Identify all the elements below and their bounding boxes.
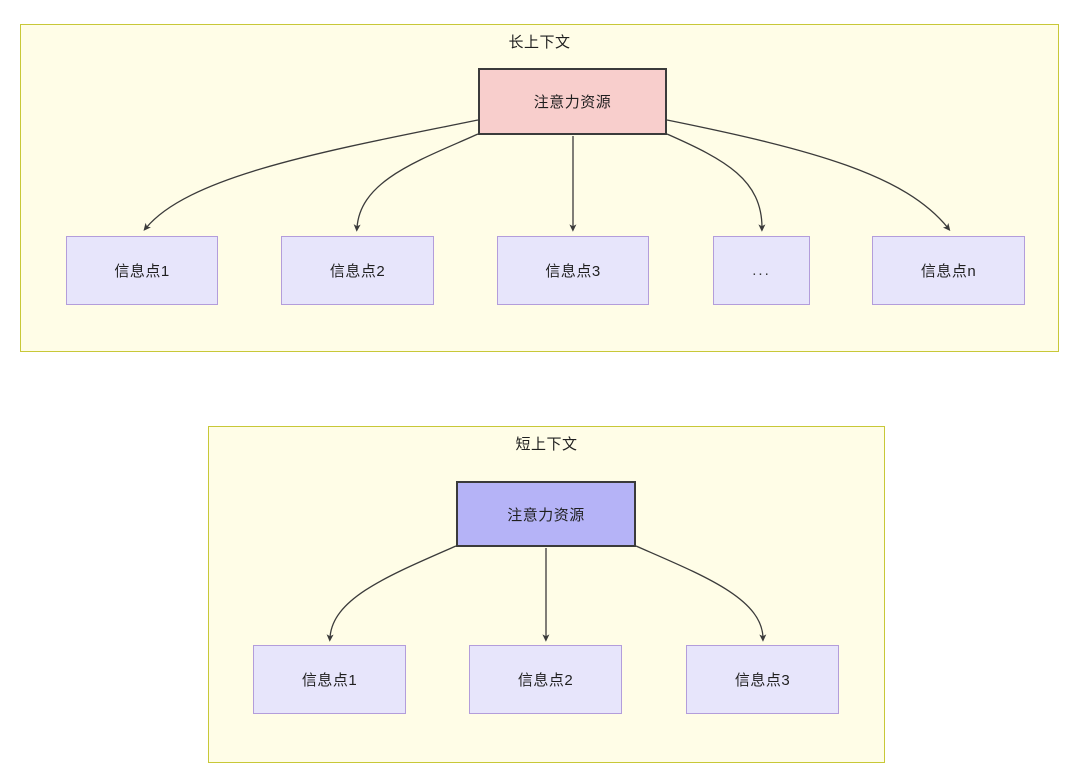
long-context-info-label-1: 信息点1 <box>114 263 170 280</box>
short-context-attention-node[interactable]: 注意力资源 <box>456 481 636 547</box>
long-context-info-label-2: 信息点2 <box>329 263 386 280</box>
short-context-panel-title: 短上下文 <box>515 436 578 453</box>
long-context-info-label-ellipsis: ... <box>752 262 771 279</box>
long-context-attention-node[interactable]: 注意力资源 <box>478 68 667 135</box>
long-context-info-node-n[interactable]: 信息点n <box>872 236 1025 305</box>
long-context-info-label-n: 信息点n <box>920 263 977 280</box>
long-context-info-label-3: 信息点3 <box>545 263 601 280</box>
short-context-info-label-1: 信息点1 <box>301 672 358 689</box>
long-context-panel-title: 长上下文 <box>508 34 571 51</box>
short-context-info-node-1[interactable]: 信息点1 <box>253 645 406 714</box>
long-context-info-node-2[interactable]: 信息点2 <box>281 236 434 305</box>
long-context-attention-label: 注意力资源 <box>533 94 612 111</box>
long-context-info-node-3[interactable]: 信息点3 <box>497 236 649 305</box>
short-context-attention-label: 注意力资源 <box>507 506 585 524</box>
long-context-info-node-ellipsis[interactable]: ... <box>713 236 810 305</box>
long-context-info-node-1[interactable]: 信息点1 <box>66 236 218 305</box>
short-context-info-label-2: 信息点2 <box>517 672 574 689</box>
short-context-info-label-3: 信息点3 <box>734 672 791 689</box>
short-context-info-node-3[interactable]: 信息点3 <box>686 645 839 714</box>
short-context-info-node-2[interactable]: 信息点2 <box>469 645 622 714</box>
